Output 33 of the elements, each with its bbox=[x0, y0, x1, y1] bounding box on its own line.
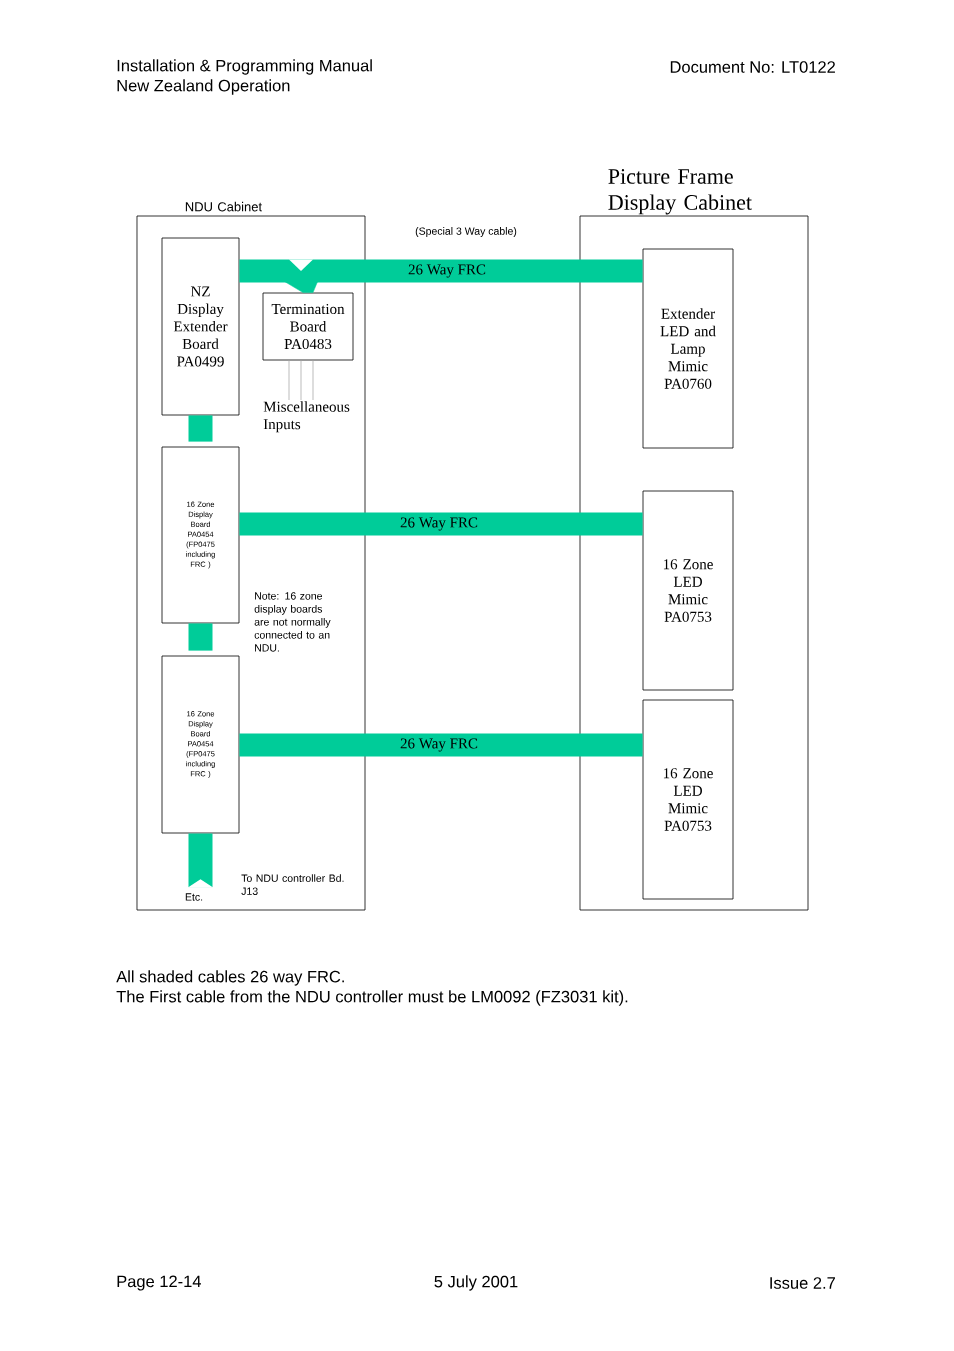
node-label: NDU Cabinet bbox=[185, 201, 262, 212]
cable-ribbon bbox=[188, 415, 213, 442]
footer-text: Page 12-14 bbox=[117, 1275, 201, 1291]
cable-label: 26 Way FRC bbox=[399, 516, 479, 532]
display-board-box: 16 Zone LED Mimic PA0753 bbox=[642, 490, 734, 691]
cable-ribbon bbox=[285, 281, 318, 293]
header-text: Document No: LT0122 bbox=[670, 61, 835, 73]
display-board-box: 16 Zone LED Mimic PA0753 bbox=[642, 699, 734, 900]
text-label: To NDU controller Bd. J13 bbox=[241, 874, 344, 895]
wire bbox=[288, 360, 290, 401]
circuit-board-box: NZ Display Extender Board PA0499 bbox=[161, 237, 240, 416]
footer-text: Issue 2.7 bbox=[770, 1277, 835, 1289]
note-text: All shaded cables 26 way FRC. bbox=[116, 970, 344, 986]
cable-label: 26 Way FRC bbox=[399, 737, 479, 753]
circuit-board-box: Termination Board PA0483 bbox=[262, 292, 354, 361]
text-label: Etc. bbox=[185, 893, 203, 901]
header-text: Installation & Programming Manual bbox=[117, 59, 372, 75]
header-text: New Zealand Operation bbox=[117, 79, 290, 95]
note-text: Note: 16 zone display boards are not normally connected to an NDU. bbox=[254, 592, 331, 652]
wire bbox=[300, 360, 302, 401]
cable-ribbon bbox=[188, 623, 213, 651]
footer-text: 5 July 2001 bbox=[434, 1275, 518, 1291]
display-board-box: Extender LED and Lamp Mimic PA0760 bbox=[642, 248, 734, 449]
cable-ribbon bbox=[187, 833, 214, 888]
note-text: The First cable from the NDU controller must be LM0092 (FZ3031 kit). bbox=[116, 990, 628, 1006]
cable-note: (Special 3 Way cable) bbox=[415, 227, 517, 237]
text-label: Miscellaneous Inputs bbox=[263, 401, 350, 433]
cable-label: 26 Way FRC bbox=[407, 263, 487, 279]
cable-ribbon bbox=[239, 733, 643, 757]
cable-ribbon bbox=[239, 512, 643, 536]
wire bbox=[312, 360, 314, 401]
node-label: Picture Frame Display Cabinet bbox=[608, 169, 752, 215]
cable-ribbon bbox=[239, 259, 643, 283]
